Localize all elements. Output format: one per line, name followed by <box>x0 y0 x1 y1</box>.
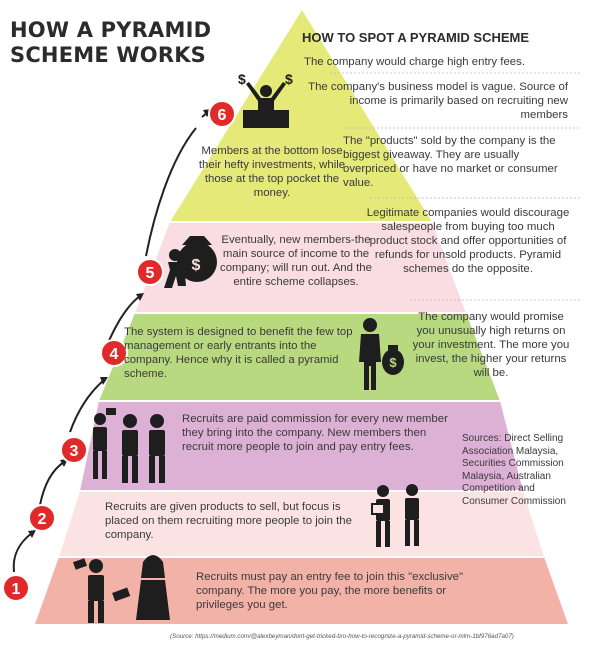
source-url: (Source: https://medium.com/@alexbeyman/… <box>170 633 514 640</box>
level-6-text: Members at the bottom lose their hefty i… <box>198 145 346 199</box>
sources-text: Sources: Direct Selling Association Mala… <box>462 433 566 507</box>
level-2-text: Recruits are given products to sell, but… <box>105 501 352 541</box>
svg-text:$: $ <box>389 355 397 370</box>
level-3-text: Recruits are paid commission for every n… <box>182 413 448 453</box>
badge-number: 6 <box>218 107 227 124</box>
tier-3 <box>80 401 523 491</box>
level-5-text: Eventually, new members-the main source … <box>220 234 372 288</box>
title-line-1: HOW A PYRAMID <box>10 18 212 42</box>
man-with-money-bag-icon: $ <box>359 318 404 390</box>
badge-number: 5 <box>146 265 155 282</box>
recruits-paying-icon <box>72 555 170 623</box>
level-4-text: The system is designed to benefit the fe… <box>124 326 353 380</box>
level-1-text: Recruits must pay an entry fee to join t… <box>196 571 464 611</box>
spot-title: HOW TO SPOT A PYRAMID SCHEME <box>302 30 530 45</box>
svg-text:$: $ <box>238 71 246 87</box>
badge-number: 3 <box>70 443 79 460</box>
tier-dividers <box>59 221 544 558</box>
badge-number: 1 <box>12 581 21 598</box>
badge-number: 4 <box>110 346 119 363</box>
badge-5: 5 <box>136 258 164 286</box>
spot-item-2: The company's business model is vague. S… <box>308 81 568 121</box>
money-sack-carrier-icon: $ <box>164 236 217 288</box>
spot-item-4: Legitimate companies would discourage sa… <box>366 207 570 275</box>
spot-item-3: The "products" sold by the company is th… <box>343 135 558 189</box>
sellers-icon <box>371 484 419 547</box>
badge-2: 2 <box>28 504 56 532</box>
badge-3: 3 <box>60 436 88 464</box>
spot-item-1: The company would charge high entry fees… <box>304 56 525 68</box>
recruits-group-icon <box>93 408 165 483</box>
tier-5 <box>135 222 466 313</box>
spot-item-5: The company would promise you unusually … <box>412 311 570 379</box>
svg-text:$: $ <box>285 71 293 87</box>
badge-1: 1 <box>2 574 30 602</box>
badge-number: 2 <box>38 511 47 528</box>
tier-2 <box>59 491 544 557</box>
badge-6: 6 <box>208 100 236 128</box>
spot-list-dividers <box>330 72 580 301</box>
tier-6 <box>170 10 432 222</box>
main-title: HOW A PYRAMID SCHEME WORKS <box>10 18 211 68</box>
boss-money-icon: $ $ <box>238 71 293 128</box>
svg-text:$: $ <box>192 257 201 274</box>
badge-4: 4 <box>100 339 128 367</box>
title-line-2: SCHEME WORKS <box>10 43 206 67</box>
tier-4 <box>99 313 500 401</box>
